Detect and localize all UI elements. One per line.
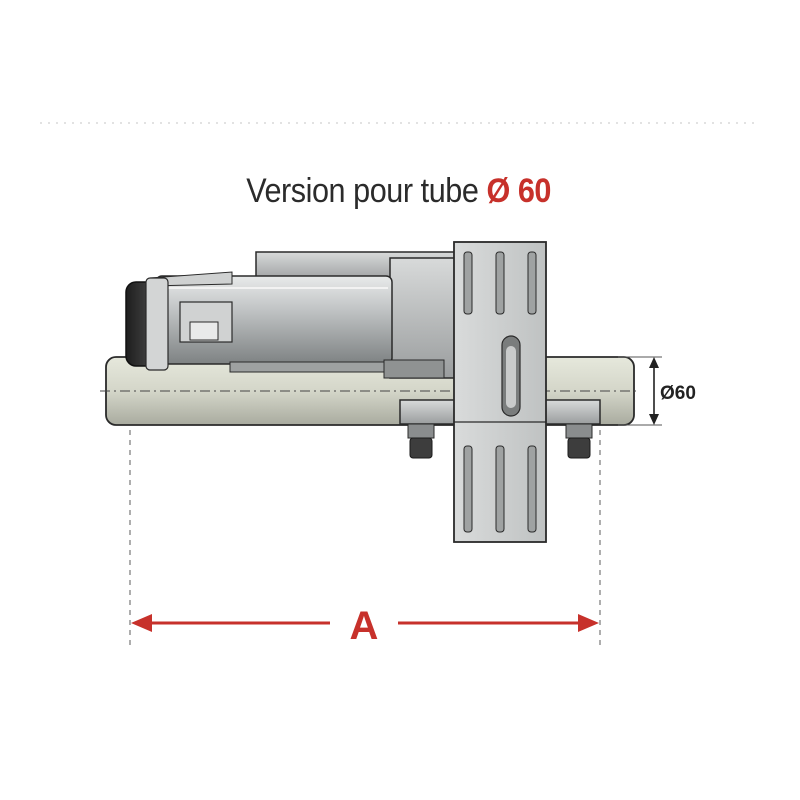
right-arrowhead <box>578 614 599 632</box>
left-arrowhead <box>131 614 152 632</box>
motor-end-cap <box>125 277 169 371</box>
length-label: A <box>350 604 379 648</box>
diameter-dimension: Ø60 <box>618 356 696 426</box>
bracket-plate <box>453 241 547 543</box>
title-text: Version pour tube <box>246 172 487 210</box>
length-dimension: A <box>129 430 601 650</box>
diameter-label: Ø60 <box>660 383 696 404</box>
page-title: Version pour tube Ø 60 <box>39 172 759 211</box>
title-accent: Ø 60 <box>486 172 552 210</box>
motor-body <box>149 271 445 379</box>
